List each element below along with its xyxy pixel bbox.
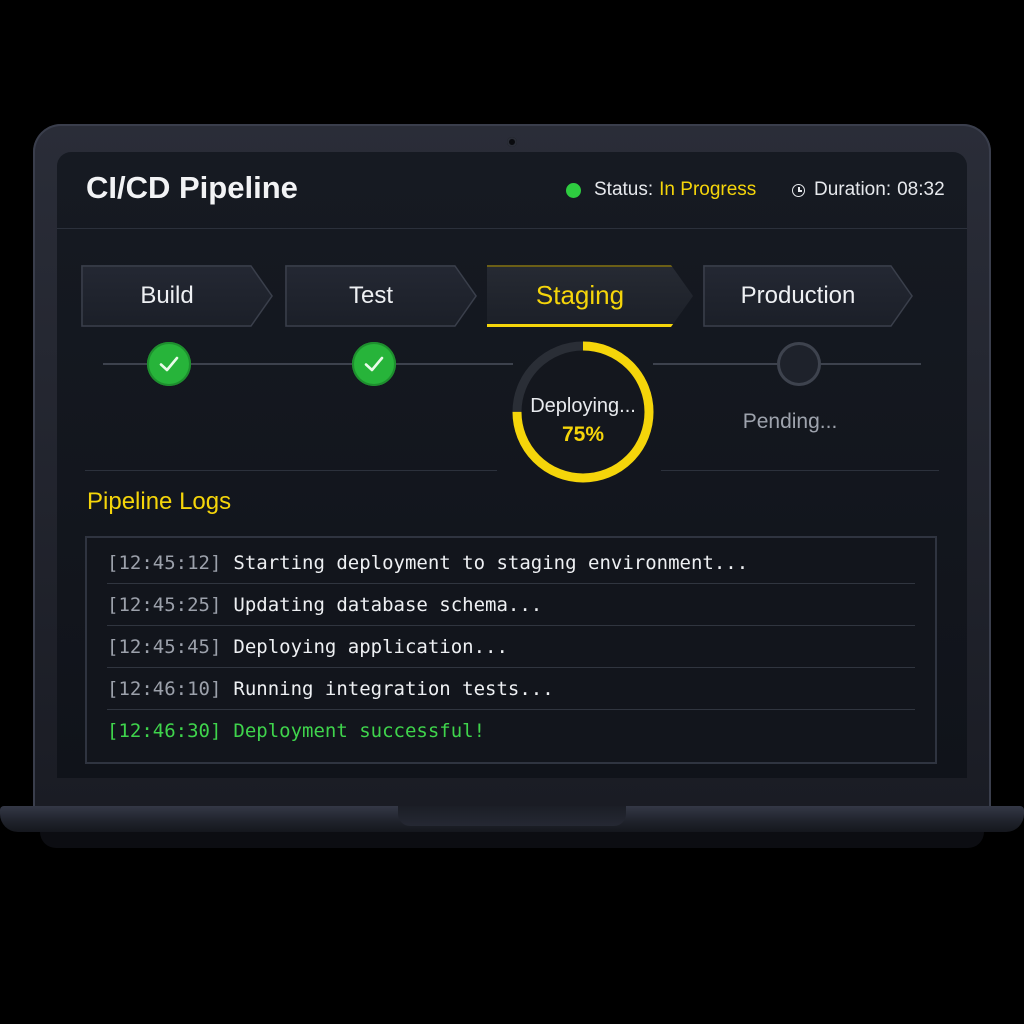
logs-panel[interactable]: [12:45:12] Starting deployment to stagin… bbox=[85, 536, 937, 764]
staging-progress-value: 75% bbox=[561, 423, 605, 446]
staging-progress-text: Deploying... bbox=[530, 395, 636, 417]
laptop-base-shadow bbox=[40, 832, 984, 848]
status-value: In Progress bbox=[659, 179, 757, 200]
stage-tab-staging[interactable]: Staging bbox=[487, 265, 693, 327]
status-dot-icon bbox=[566, 182, 581, 198]
stage-label-staging: Staging bbox=[535, 280, 625, 310]
log-time: [12:45:45] bbox=[107, 635, 222, 658]
log-time: [12:45:12] bbox=[107, 551, 222, 574]
stage-tab-build[interactable]: Build bbox=[81, 265, 273, 327]
section-divider-left bbox=[85, 470, 497, 471]
log-line: [12:46:10] Running integration tests... bbox=[107, 668, 915, 710]
production-pending-text: Pending... bbox=[742, 410, 838, 433]
stage-tab-test[interactable]: Test bbox=[285, 265, 477, 327]
check-icon bbox=[159, 356, 179, 372]
log-time: [12:45:25] bbox=[107, 593, 222, 616]
stage-label-test: Test bbox=[348, 282, 393, 309]
log-line: [12:45:12] Starting deployment to stagin… bbox=[107, 542, 915, 584]
log-message: Updating database schema... bbox=[233, 593, 543, 616]
staging-progress-ring bbox=[512, 341, 654, 483]
log-line: [12:45:25] Updating database schema... bbox=[107, 584, 915, 626]
stage-label-build: Build bbox=[140, 282, 194, 309]
laptop-notch bbox=[398, 806, 626, 826]
log-message: Deployment successful! bbox=[233, 720, 486, 742]
log-time: [12:46:30] bbox=[107, 720, 222, 742]
log-time: [12:46:10] bbox=[107, 677, 222, 700]
webcam-icon bbox=[507, 137, 517, 147]
stage-status-build bbox=[147, 342, 191, 386]
page-title: CI/CD Pipeline bbox=[86, 170, 298, 205]
staging-progress-arc bbox=[512, 341, 654, 483]
log-message: Starting deployment to staging environme… bbox=[233, 551, 749, 574]
logs-title: Pipeline Logs bbox=[87, 488, 232, 515]
stage-tab-production[interactable]: Production bbox=[703, 265, 913, 327]
stage-status-test bbox=[352, 342, 396, 386]
duration-value: 08:32 bbox=[897, 179, 945, 200]
pipeline-status: Status: In Progress bbox=[566, 179, 756, 201]
log-message: Running integration tests... bbox=[233, 677, 554, 700]
pipeline-duration: Duration: 08:32 bbox=[792, 179, 945, 201]
clock-icon bbox=[792, 183, 805, 197]
log-line: [12:45:45] Deploying application... bbox=[107, 626, 915, 668]
log-line-success: [12:46:30] Deployment successful! bbox=[107, 710, 915, 752]
laptop-screen: CI/CD Pipeline Status: In Progress Durat… bbox=[57, 152, 967, 778]
section-divider-right bbox=[661, 470, 939, 471]
duration-label: Duration: bbox=[814, 179, 892, 200]
log-message: Deploying application... bbox=[233, 635, 508, 658]
app-header: CI/CD Pipeline Status: In Progress Durat… bbox=[57, 152, 967, 229]
pipeline-track-left bbox=[103, 363, 513, 365]
check-icon bbox=[364, 356, 384, 372]
stage-label-production: Production bbox=[740, 282, 856, 309]
status-label: Status: bbox=[594, 179, 654, 200]
empty-circle-icon bbox=[777, 342, 821, 386]
